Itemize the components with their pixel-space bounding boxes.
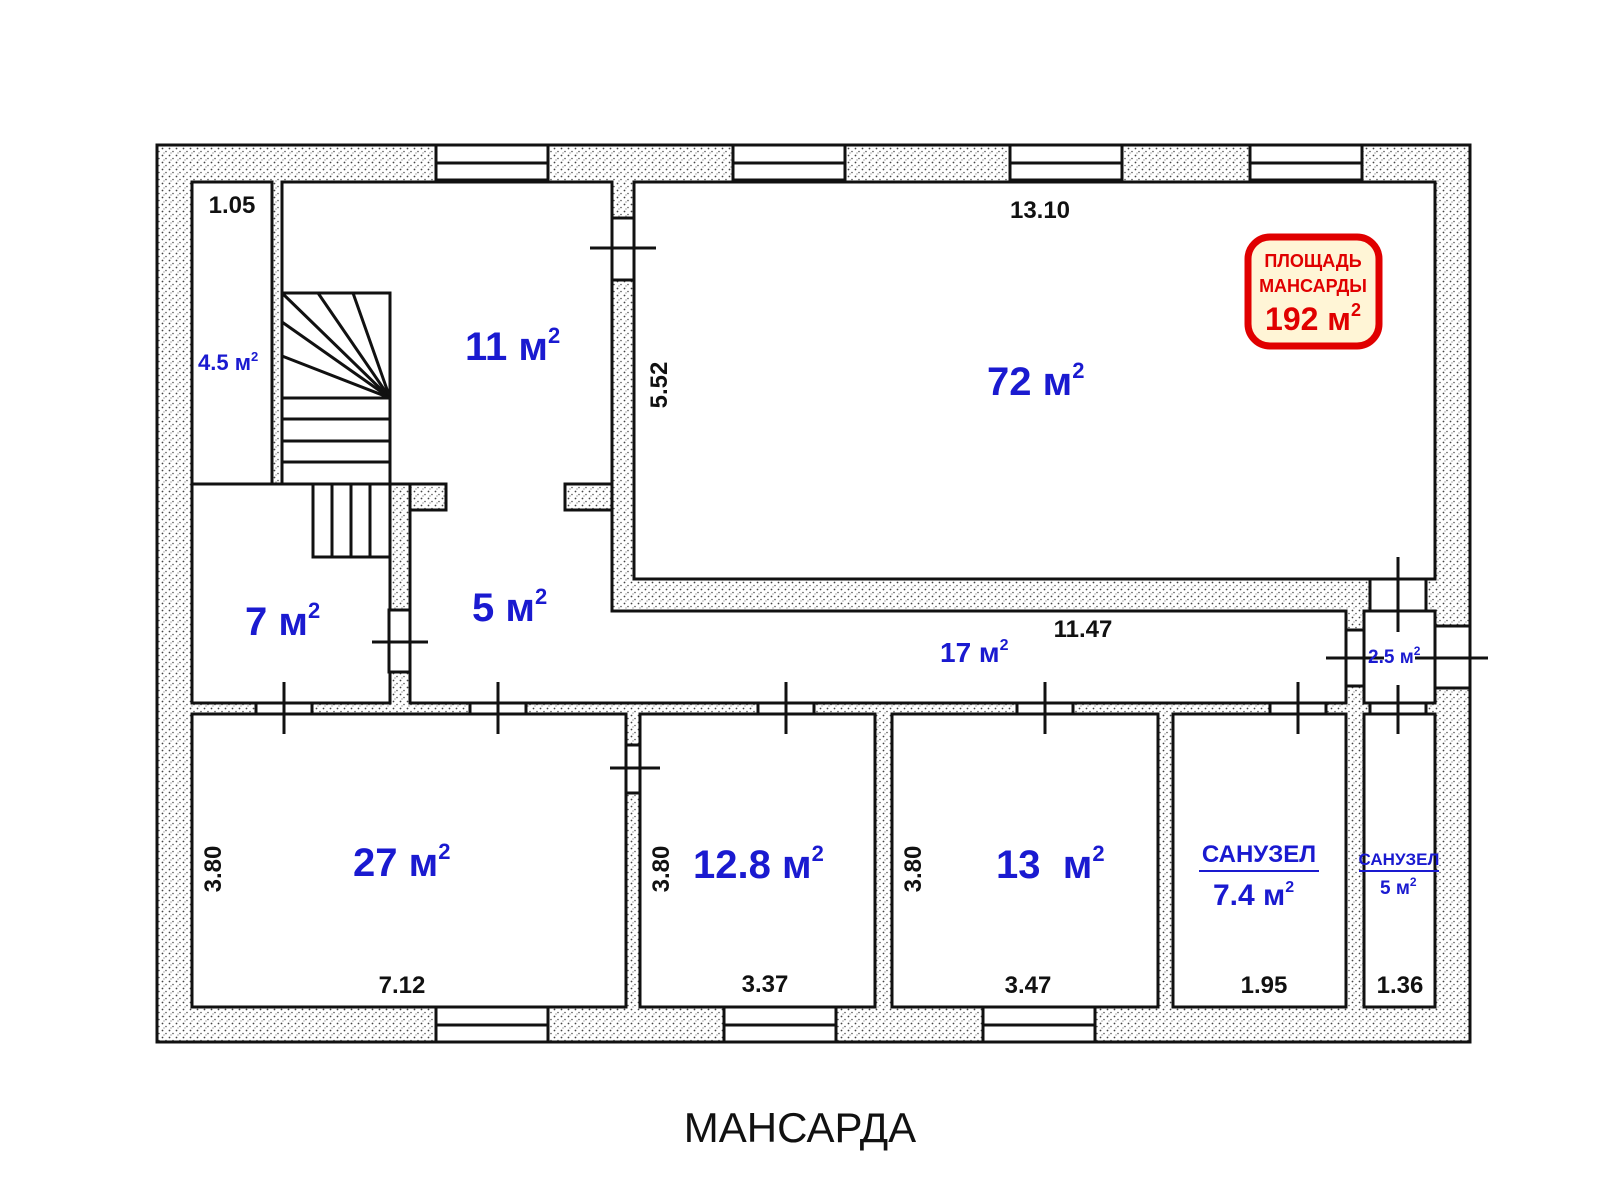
dim-room-27-depth: 3.80 bbox=[200, 846, 227, 893]
badge-sup: 2 bbox=[1351, 300, 1361, 320]
area-room-12-8: 12.8 м bbox=[693, 843, 812, 887]
bathroom-big bbox=[1171, 712, 1348, 1009]
area-vestibule: 2.5 м bbox=[1368, 647, 1414, 668]
svg-text:192 м2: 192 м2 bbox=[1265, 300, 1361, 337]
dim-room-12-8-width: 3.37 bbox=[742, 971, 789, 998]
badge-line2: МАНСАРДЫ bbox=[1259, 276, 1367, 296]
dim-room-72-depth: 5.52 bbox=[646, 362, 673, 409]
svg-text:17 м2: 17 м2 bbox=[940, 637, 1009, 668]
svg-text:7 м2: 7 м2 bbox=[245, 598, 320, 644]
wall-stub-right bbox=[563, 482, 614, 512]
area-room-27: 27 м bbox=[353, 841, 438, 885]
svg-text:11 м2: 11 м2 bbox=[465, 323, 560, 369]
dim-room-13-width: 3.47 bbox=[1005, 972, 1052, 999]
area-bathroom-big: 7.4 м bbox=[1213, 879, 1285, 912]
label-bathroom-small: САНУЗЕЛ bbox=[1359, 850, 1440, 869]
svg-text:72 м2: 72 м2 bbox=[987, 358, 1084, 404]
svg-text:13 м2: 13 м2 bbox=[996, 841, 1105, 887]
badge-line1: ПЛОЩАДЬ bbox=[1264, 251, 1361, 271]
svg-text:2.5 м2: 2.5 м2 bbox=[1368, 644, 1421, 668]
svg-text:12.8 м2: 12.8 м2 bbox=[693, 841, 824, 887]
room-27 bbox=[190, 712, 628, 1009]
svg-text:5 м2: 5 м2 bbox=[472, 584, 547, 630]
dim-room-72-width: 13.10 bbox=[1010, 197, 1070, 224]
svg-text:27 м2: 27 м2 bbox=[353, 839, 450, 885]
door-swing-marks bbox=[282, 246, 1488, 770]
dim-corridor-17-length: 11.47 bbox=[1054, 616, 1113, 643]
dim-bathroom-small-width: 1.36 bbox=[1377, 972, 1424, 999]
total-area-badge: ПЛОЩАДЬ МАНСАРДЫ 192 м2 bbox=[1244, 233, 1383, 350]
area-room-72: 72 м bbox=[987, 360, 1072, 404]
area-corridor-17: 17 м bbox=[940, 637, 1000, 668]
dim-bathroom-big-width: 1.95 bbox=[1241, 972, 1288, 999]
area-bathroom-small: 5 м bbox=[1380, 878, 1410, 899]
area-lobby-5: 5 м bbox=[472, 586, 535, 630]
svg-text:7.4 м2: 7.4 м2 bbox=[1213, 879, 1294, 912]
dim-corridor-left-width: 1.05 bbox=[209, 192, 256, 219]
dim-room-13-depth: 3.80 bbox=[900, 846, 927, 893]
dim-room-12-8-depth: 3.80 bbox=[648, 846, 675, 893]
wall-stub-left bbox=[408, 482, 448, 512]
area-corridor-left: 4.5 м bbox=[198, 350, 251, 375]
staircase bbox=[280, 291, 392, 559]
plan-title: МАНСАРДА bbox=[684, 1104, 916, 1151]
room-13 bbox=[890, 712, 1160, 1009]
area-room-13: 13 м bbox=[996, 843, 1092, 887]
room-12-8 bbox=[638, 712, 877, 1009]
dim-room-27-width: 7.12 bbox=[379, 972, 426, 999]
label-bathroom-big: САНУЗЕЛ bbox=[1202, 841, 1316, 868]
badge-value: 192 м bbox=[1265, 301, 1351, 337]
svg-text:4.5 м2: 4.5 м2 bbox=[198, 349, 258, 375]
svg-text:5 м2: 5 м2 bbox=[1380, 875, 1417, 899]
area-stair-hall: 11 м bbox=[465, 325, 548, 369]
area-room-7: 7 м bbox=[245, 600, 308, 644]
